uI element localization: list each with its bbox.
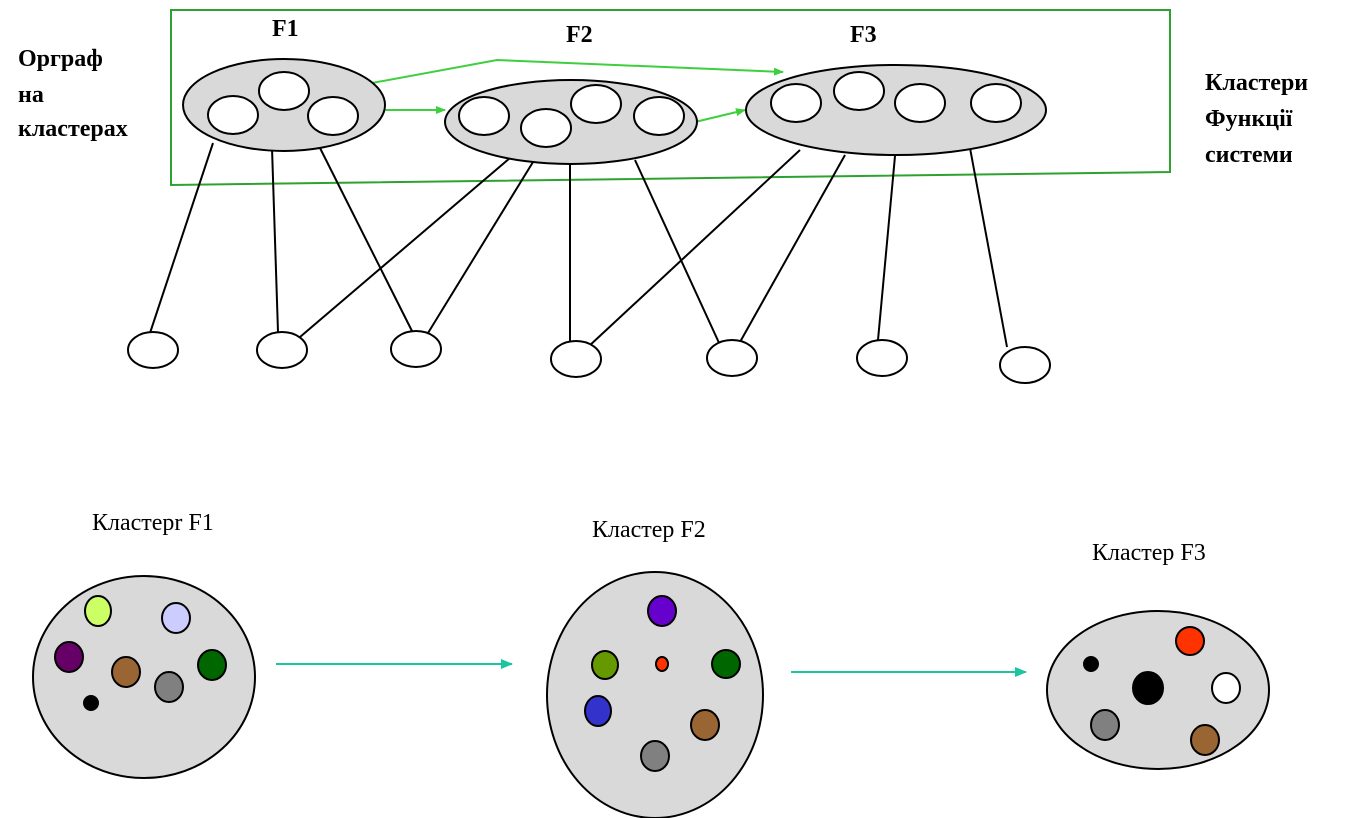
element-node xyxy=(833,71,885,111)
element-dot xyxy=(655,656,669,672)
element-node xyxy=(458,96,510,136)
orgraph-label-line1: Орграф xyxy=(18,46,103,72)
cluster-f1-top xyxy=(182,58,386,152)
element-dot xyxy=(54,641,84,673)
function-node xyxy=(390,330,442,368)
element-node xyxy=(520,108,572,148)
element-dot xyxy=(584,695,612,727)
clusters-label-line2: Функції xyxy=(1205,106,1293,132)
element-dot xyxy=(647,595,677,627)
cluster-f3-detail xyxy=(1046,610,1270,770)
cluster-f2-top xyxy=(444,79,698,165)
f3-label: F3 xyxy=(850,22,877,48)
element-node xyxy=(570,84,622,124)
element-dot xyxy=(640,740,670,772)
element-node xyxy=(258,71,310,111)
element-dot xyxy=(1083,656,1099,672)
cluster-f1-title: Кластерr F1 xyxy=(92,510,214,536)
function-node xyxy=(256,331,308,369)
function-nodes-row xyxy=(127,330,1051,384)
element-dot xyxy=(1132,671,1164,705)
element-dot xyxy=(1190,724,1220,756)
cluster-f3-top xyxy=(745,64,1047,156)
function-node xyxy=(127,331,179,369)
element-dot xyxy=(83,695,99,711)
orgraph-label-line2: на xyxy=(18,82,44,108)
element-node xyxy=(207,95,259,135)
element-node xyxy=(307,96,359,136)
element-dot xyxy=(84,595,112,627)
f2-label: F2 xyxy=(566,22,593,48)
cluster-f2-title: Кластер F2 xyxy=(592,517,706,543)
element-node xyxy=(770,83,822,123)
function-node xyxy=(550,340,602,378)
cluster-frame xyxy=(170,9,1171,187)
element-dot xyxy=(690,709,720,741)
element-dot xyxy=(591,650,619,680)
element-node xyxy=(970,83,1022,123)
element-node xyxy=(894,83,946,123)
arrow-f1-f3 xyxy=(371,58,784,84)
cluster-node-links xyxy=(149,142,1008,348)
clusters-label-line3: системи xyxy=(1205,142,1293,168)
element-dot xyxy=(1211,672,1241,704)
cluster-f2-detail xyxy=(546,571,764,818)
function-node xyxy=(856,339,908,377)
function-node xyxy=(706,339,758,377)
top-cluster-arrows xyxy=(371,58,784,123)
element-dot xyxy=(154,671,184,703)
clusters-label-line1: Кластери xyxy=(1205,70,1308,96)
element-dot xyxy=(111,656,141,688)
element-node xyxy=(633,96,685,136)
orgraph-label-line3: кластерах xyxy=(18,116,128,142)
element-dot xyxy=(711,649,741,679)
element-dot xyxy=(197,649,227,681)
cluster-f1-detail xyxy=(32,575,256,779)
element-dot xyxy=(1090,709,1120,741)
element-dot xyxy=(161,602,191,634)
function-node xyxy=(999,346,1051,384)
arrow-f2-f3 xyxy=(694,108,746,123)
f1-label: F1 xyxy=(272,16,299,42)
cluster-f3-title: Кластер F3 xyxy=(1092,540,1206,566)
element-dot xyxy=(1175,626,1205,656)
